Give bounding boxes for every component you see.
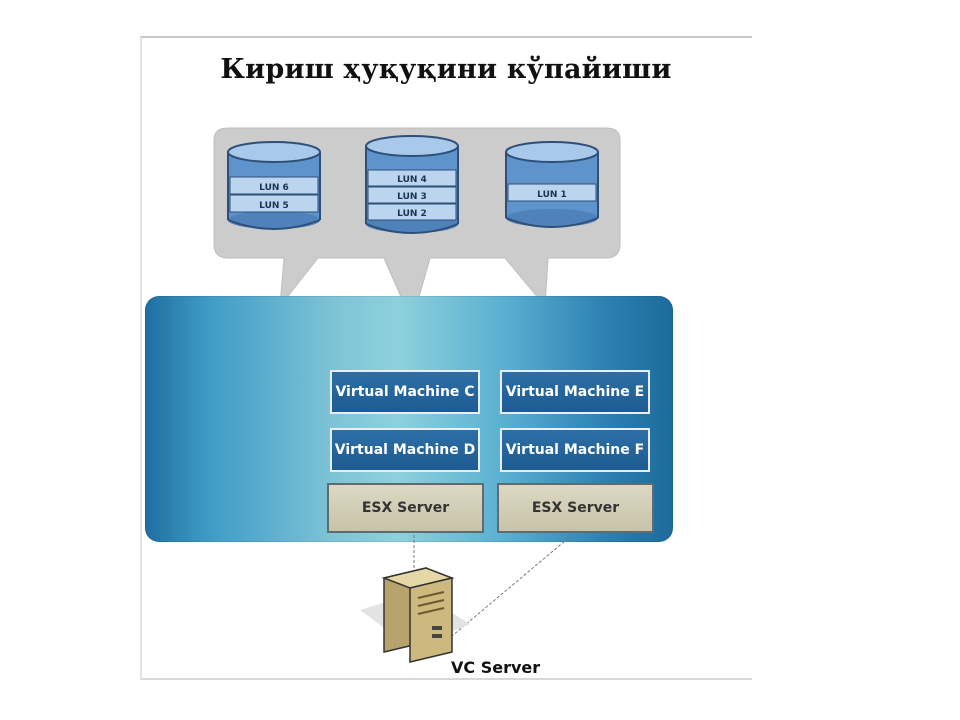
lun-label: LUN 3: [397, 192, 427, 202]
vm-box-d: Virtual Machine D: [330, 428, 480, 472]
lun-label: LUN 4: [397, 175, 427, 185]
link-right-esx: [451, 534, 573, 637]
lun-label: LUN 2: [397, 209, 427, 219]
disk-left: LUN 6 LUN 5: [227, 141, 321, 230]
disk-right: LUN 1: [505, 141, 599, 228]
vm-box-c: Virtual Machine C: [330, 370, 480, 414]
lun-label: LUN 6: [259, 183, 289, 193]
disk-middle: LUN 4 LUN 3 LUN 2: [365, 135, 459, 234]
lun-label: LUN 5: [259, 201, 289, 211]
vm-label: Virtual Machine C: [335, 384, 475, 400]
vm-label: Virtual Machine E: [505, 384, 645, 400]
vm-label: Virtual Machine D: [334, 442, 476, 458]
vm-box-f: Virtual Machine F: [500, 428, 650, 472]
diagram-title: Кириш ҳуқуқини кўпайиши: [220, 54, 672, 85]
vc-server-icon: [381, 567, 455, 663]
esx-label: ESX Server: [361, 500, 450, 516]
vc-server-label: VC Server: [451, 658, 541, 677]
vm-label: Virtual Machine F: [505, 442, 645, 458]
esx-server-left: ESX Server: [327, 483, 484, 533]
esx-label: ESX Server: [531, 500, 620, 516]
vm-box-e: Virtual Machine E: [500, 370, 650, 414]
esx-server-right: ESX Server: [497, 483, 654, 533]
lun-label: LUN 1: [537, 190, 567, 200]
